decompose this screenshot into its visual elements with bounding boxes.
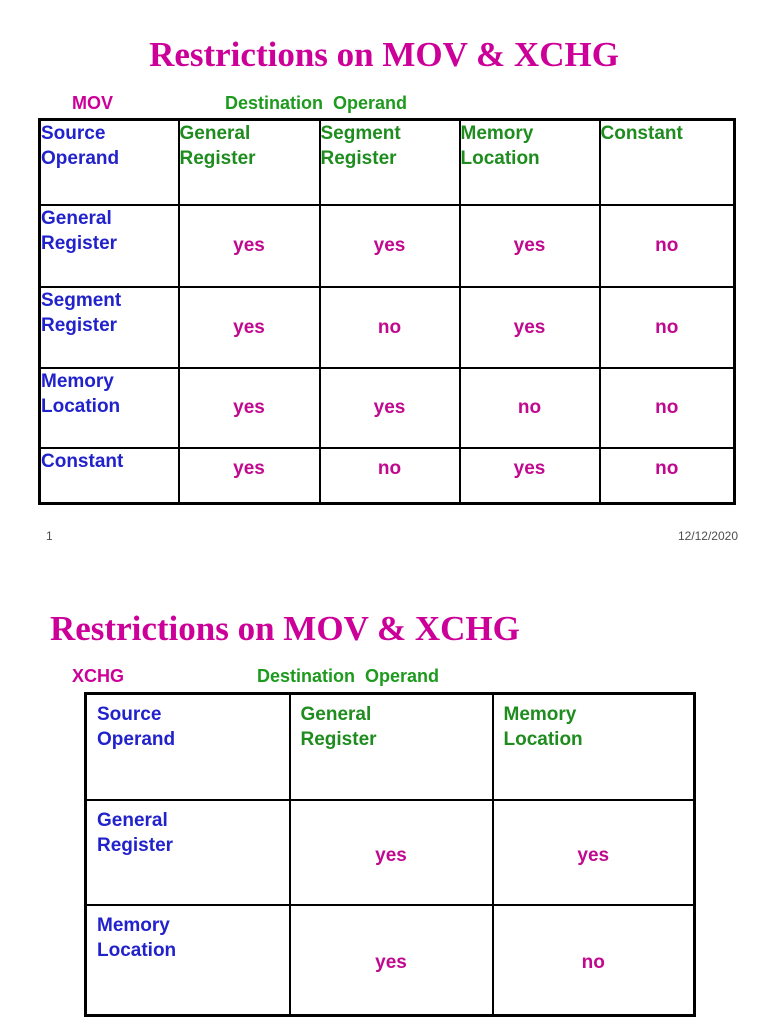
col-header-general-register: General Register <box>288 692 494 801</box>
row-header-memory-location: Memory Location <box>38 366 180 449</box>
cell-value: yes <box>177 366 321 449</box>
table-row: Memory Location yes yes no no <box>38 366 736 449</box>
row-header-general-register: General Register <box>84 798 291 906</box>
table-row: General Register yes yes yes no <box>38 203 736 288</box>
col-header-constant: Constant <box>598 118 736 206</box>
mov-restrictions-table: Source Operand General Register Segment … <box>38 118 736 505</box>
cell-value: no <box>318 285 461 369</box>
col-header-memory-location: Memory Location <box>458 118 601 206</box>
cell-value: no <box>598 203 736 288</box>
slide2-title: Restrictions on MOV & XCHG <box>50 609 520 648</box>
xchg-restrictions-table: Source Operand General Register Memory L… <box>84 692 696 1017</box>
cell-value: yes <box>318 366 461 449</box>
table-row: General Register yes yes <box>84 798 696 906</box>
cell-value: no <box>598 446 736 505</box>
row-header-general-register: General Register <box>38 203 180 288</box>
cell-value: yes <box>458 203 601 288</box>
cell-value: yes <box>177 203 321 288</box>
slide1-title: Restrictions on MOV & XCHG <box>149 35 619 74</box>
cell-value: no <box>458 366 601 449</box>
row-header-constant: Constant <box>38 446 180 505</box>
table-header-row: Source Operand General Register Segment … <box>38 118 736 206</box>
xchg-instruction-label: XCHG <box>72 666 125 686</box>
page-number: 1 <box>46 529 53 543</box>
cell-value: yes <box>318 203 461 288</box>
table-row: Memory Location yes no <box>84 903 696 1017</box>
col-header-general-register: General Register <box>177 118 321 206</box>
cell-value: no <box>491 903 696 1017</box>
cell-value: yes <box>491 798 696 906</box>
destination-operand-label-2: Destination Operand <box>257 666 440 686</box>
table-row: Segment Register yes no yes no <box>38 285 736 369</box>
table-header-row: Source Operand General Register Memory L… <box>84 692 696 801</box>
cell-value: no <box>318 446 461 505</box>
cell-value: no <box>598 285 736 369</box>
corner-header-source-operand: Source Operand <box>38 118 180 206</box>
table-row: Constant yes no yes no <box>38 446 736 505</box>
col-header-memory-location: Memory Location <box>491 692 696 801</box>
corner-header-source-operand: Source Operand <box>84 692 291 801</box>
cell-value: yes <box>177 446 321 505</box>
cell-value: yes <box>288 903 494 1017</box>
cell-value: no <box>598 366 736 449</box>
cell-value: yes <box>458 446 601 505</box>
mov-instruction-label: MOV <box>72 93 114 113</box>
row-header-memory-location: Memory Location <box>84 903 291 1017</box>
cell-value: yes <box>288 798 494 906</box>
col-header-segment-register: Segment Register <box>318 118 461 206</box>
destination-operand-label-1: Destination Operand <box>225 93 408 113</box>
cell-value: yes <box>458 285 601 369</box>
row-header-segment-register: Segment Register <box>38 285 180 369</box>
slide-date: 12/12/2020 <box>677 529 738 543</box>
cell-value: yes <box>177 285 321 369</box>
